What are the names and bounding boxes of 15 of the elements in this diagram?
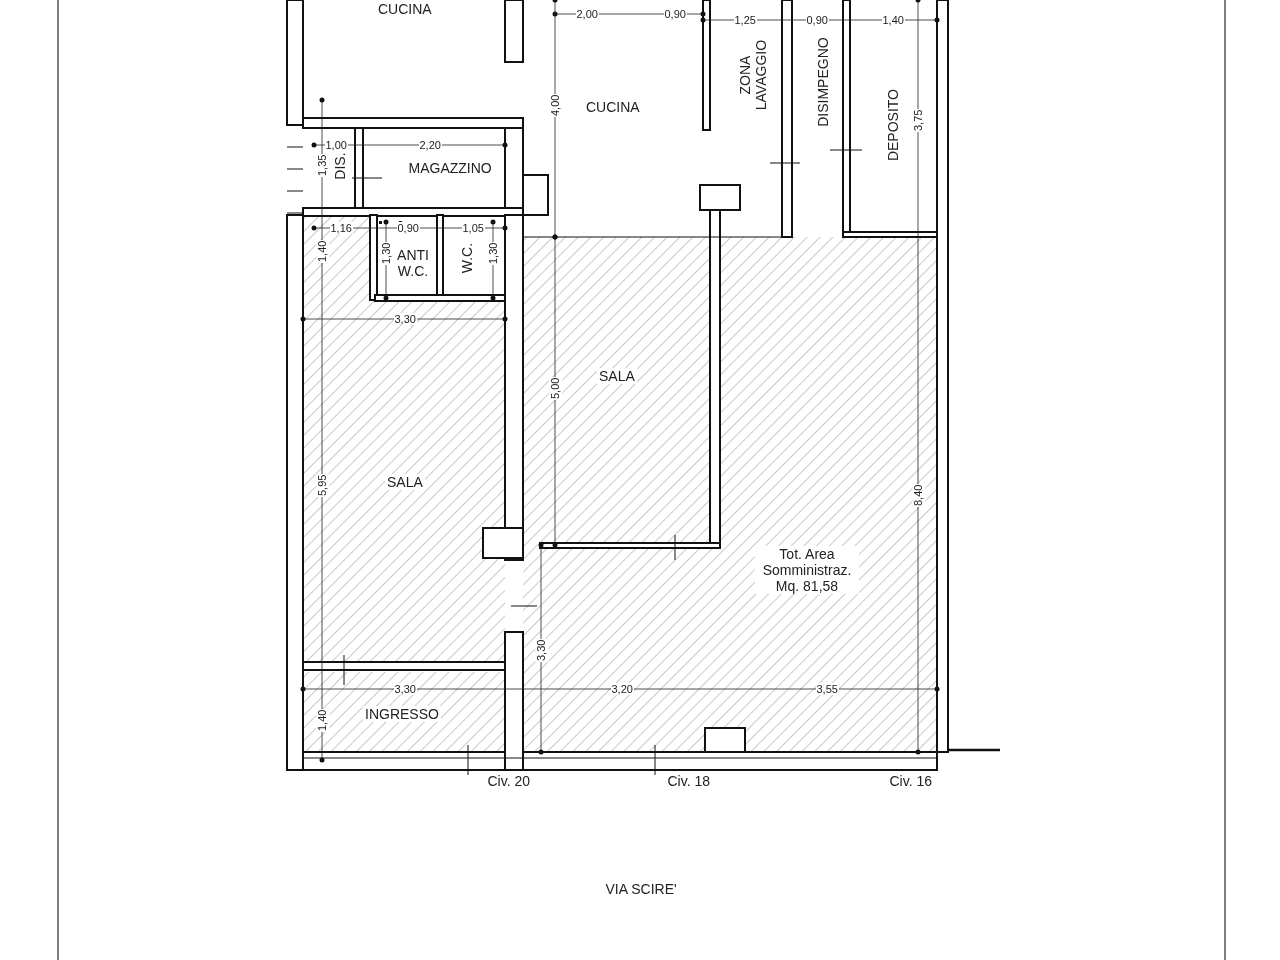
dimension-label: 1,25 [733,13,757,27]
area-note: Tot. Area Somministraz. Mq. 81,58 [755,546,859,595]
dimension-label: 4,00 [548,93,562,117]
room-label: SALA [597,368,637,385]
dimension-label: 1,00 [324,138,348,152]
dimension-label: 1,35 [315,153,329,177]
dimension-label: 2,20 [418,138,442,152]
dimension-label: 0,90 [663,7,687,21]
room-label: INGRESSO [363,706,441,723]
dimension-label: 2,00 [575,7,599,21]
room-label: DIS. [331,150,348,182]
dimension-label: 0,90 [805,13,829,27]
dimension-label: 1,40 [881,13,905,27]
dimension-label: 3,75 [911,108,925,132]
room-label: SALA [385,474,425,491]
